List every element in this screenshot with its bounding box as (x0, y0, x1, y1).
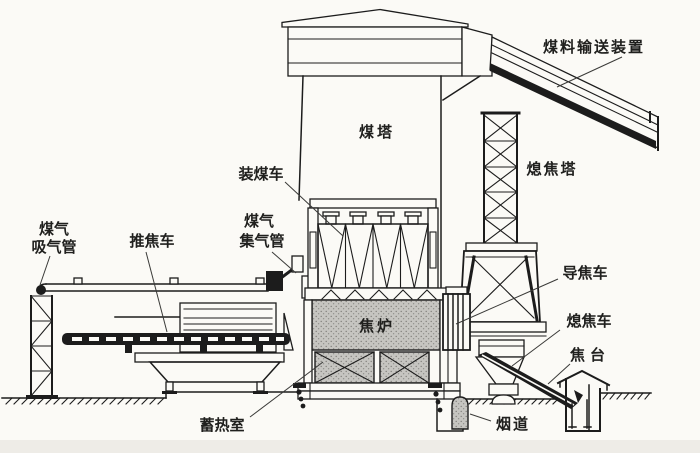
coke-oven-block (293, 287, 469, 432)
label-coal-tower: 煤塔 (359, 123, 395, 141)
coal-tower (281, 8, 493, 289)
coal-conveyor (489, 35, 659, 151)
label-charging-car: 装煤车 (237, 165, 283, 183)
label-coke-wharf: 焦台 (569, 346, 610, 364)
quench-tower (456, 111, 547, 337)
label-regenerator: 蓄热室 (199, 416, 244, 434)
flue-pit (436, 396, 469, 432)
pusher-car (62, 302, 294, 394)
label-quench-car: 熄焦车 (566, 312, 611, 330)
label-conveyor: 煤料输送装置 (543, 38, 645, 56)
left-trestle (26, 295, 58, 399)
coke-wharf (556, 369, 611, 432)
page-bottom-strip (0, 440, 700, 453)
charging-car-caps (322, 211, 422, 225)
label-gas-collecting-1: 煤气 (244, 212, 274, 230)
label-gas-collecting-2: 集气管 (238, 232, 284, 250)
leader-lines (39, 56, 623, 422)
coke-chute (478, 352, 578, 409)
label-flue: 烟道 (496, 415, 530, 433)
label-coke-guide-car: 导焦车 (562, 264, 607, 282)
gas-suction-main (36, 255, 314, 299)
flue-duct (451, 396, 469, 430)
charging-car (307, 198, 439, 289)
labels: 煤料输送装置 煤塔 装煤车 熄焦塔 煤气 吸气管 推焦车 煤气 集气管 导焦车 … (31, 38, 645, 434)
coke-guide-car (442, 286, 471, 351)
quench-car (474, 339, 525, 405)
label-quench-tower: 熄焦塔 (526, 160, 577, 178)
label-coke-oven: 焦炉 (358, 317, 395, 335)
regenerator (314, 351, 430, 384)
oven-end-gear (293, 383, 443, 413)
label-gas-suction-1: 煤气 (39, 220, 69, 238)
label-gas-suction-2: 吸气管 (31, 238, 76, 256)
label-pusher-car: 推焦车 (129, 232, 174, 250)
